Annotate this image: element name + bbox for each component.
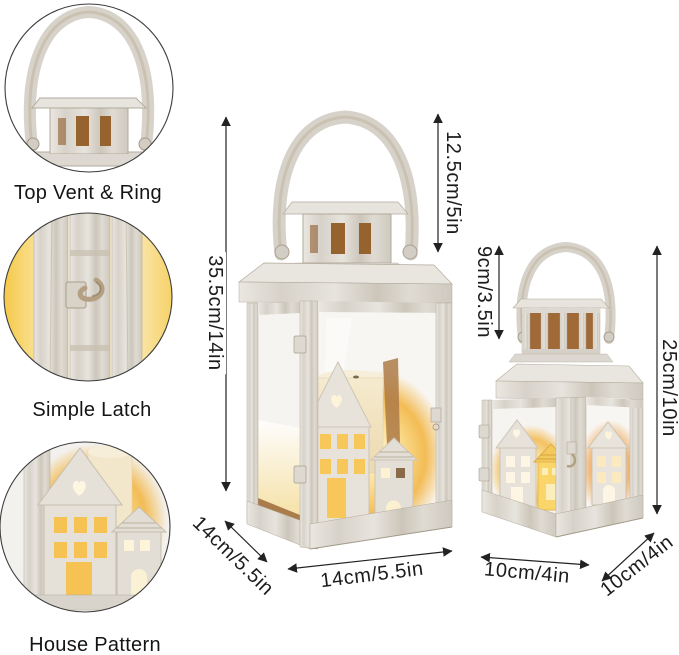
circle-border xyxy=(0,441,171,613)
hinge xyxy=(478,467,490,482)
vent-roof xyxy=(282,201,409,215)
dim-label-large-height: 35.5cm/14in xyxy=(204,252,226,374)
dim-line-large-depth xyxy=(224,520,268,563)
door-cutout xyxy=(66,562,92,597)
small-lantern xyxy=(478,241,644,538)
circle-border xyxy=(3,212,173,382)
lid-top xyxy=(237,262,453,285)
ring-handle xyxy=(23,5,155,152)
dim-label-small-height: 25cm/10in xyxy=(658,339,679,437)
dim-line-large-width xyxy=(287,547,453,573)
lid-band xyxy=(238,281,453,304)
latch-hook xyxy=(77,277,105,302)
latch xyxy=(566,441,577,455)
wood-plank xyxy=(111,213,143,381)
hinge xyxy=(293,335,307,354)
dimension-lines xyxy=(221,113,662,582)
caption-simple-latch: Simple Latch xyxy=(32,399,152,421)
hinge xyxy=(293,465,307,484)
lid-band xyxy=(495,380,644,401)
dim-label-small-handle-height: 9cm/3.5in xyxy=(473,245,495,339)
vent-roof xyxy=(30,97,148,109)
feature-photo-top-vent xyxy=(4,3,174,173)
caption-house-pattern: House Pattern xyxy=(29,634,161,655)
large-lantern xyxy=(237,110,453,550)
lid-top xyxy=(495,363,644,384)
caption-top-vent: Top Vent & Ring xyxy=(14,182,162,204)
lantern-handle xyxy=(272,110,419,261)
circle-border xyxy=(4,3,174,173)
frame-post xyxy=(246,302,259,528)
dim-line-small-width xyxy=(480,552,590,570)
dim-label-large-handle-height: 12.5cm/5in xyxy=(442,131,464,235)
feature-photo-house xyxy=(0,441,171,613)
arch-door xyxy=(603,485,615,505)
wood-plank xyxy=(33,213,69,381)
door-cutout xyxy=(327,478,346,518)
latch-hook xyxy=(566,453,577,468)
hinge xyxy=(478,424,490,439)
vent-roof xyxy=(512,298,610,309)
dim-line-small-depth xyxy=(601,532,655,582)
feature-photo-latch xyxy=(3,212,173,382)
top-rail xyxy=(318,301,452,313)
latch xyxy=(430,407,442,423)
lantern-handle xyxy=(516,241,616,344)
